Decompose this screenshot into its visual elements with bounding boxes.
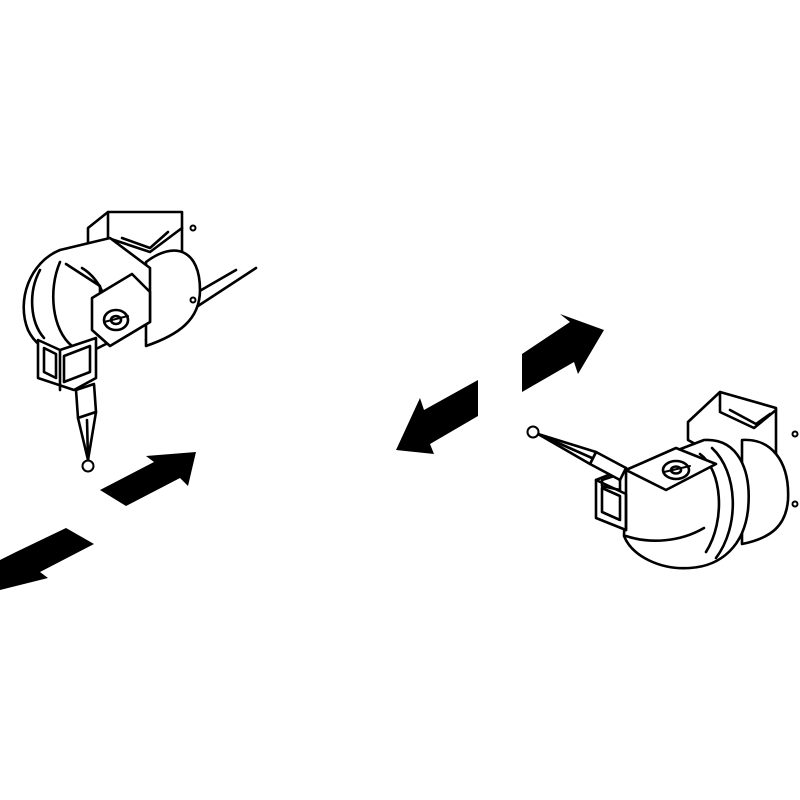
screw-icon xyxy=(189,296,197,304)
probe-body-left xyxy=(36,336,98,392)
screw-icon xyxy=(791,500,799,508)
probe-head-right-drum xyxy=(622,438,750,570)
screw-icon xyxy=(791,430,799,438)
double-arrow-right-icon xyxy=(396,314,604,454)
stylus-tip-right xyxy=(526,425,540,439)
stylus-right-icon xyxy=(526,425,628,482)
probe-head-right xyxy=(526,390,799,570)
probe-head-left xyxy=(22,210,258,473)
probe-head-left-drum xyxy=(22,236,152,357)
stylus-left-icon xyxy=(74,382,98,473)
double-arrow-left-icon xyxy=(0,452,196,590)
knob-icon xyxy=(102,308,130,332)
screw-icon xyxy=(189,224,197,232)
knob-icon xyxy=(661,459,691,481)
stylus-tip-left xyxy=(81,459,95,473)
